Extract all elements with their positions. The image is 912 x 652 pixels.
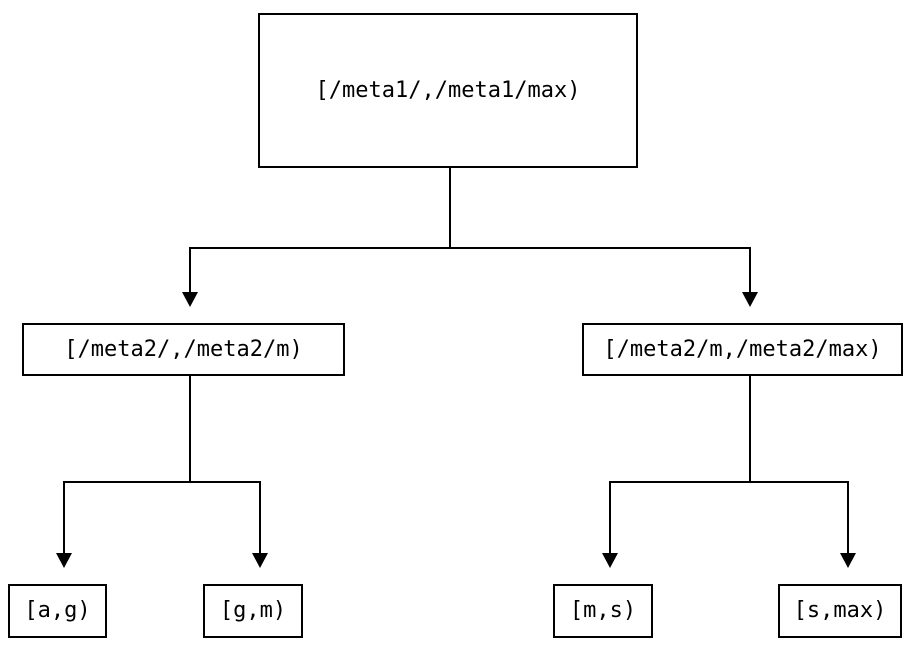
node-right-right: [s,max)	[778, 584, 902, 638]
connector-left-children	[56, 376, 268, 568]
arrowhead-root-to-right-icon	[742, 292, 758, 307]
node-left-left-label: [a,g)	[24, 598, 91, 623]
node-right-left-label: [m,s)	[569, 598, 637, 623]
arrowhead-right-to-rightright-icon	[840, 553, 856, 568]
node-left-left: [a,g)	[8, 584, 107, 638]
node-left-right-label: [g,m)	[219, 598, 287, 623]
node-right-right-label: [s,max)	[793, 598, 887, 623]
node-left-label: [/meta2/,/meta2/m)	[64, 336, 303, 362]
arrowhead-root-to-left-icon	[182, 292, 198, 307]
node-right-label: [/meta2/m,/meta2/max)	[603, 336, 882, 362]
arrowhead-left-to-leftleft-icon	[56, 553, 72, 568]
edge-root-trunk	[189, 168, 751, 292]
node-root: [/meta1/,/meta1/max)	[258, 13, 638, 168]
node-right-left: [m,s)	[553, 584, 653, 638]
arrowhead-right-to-rightleft-icon	[602, 553, 618, 568]
node-left: [/meta2/,/meta2/m)	[22, 323, 345, 376]
node-root-label: [/meta1/,/meta1/max)	[315, 77, 581, 103]
arrowhead-left-to-leftright-icon	[252, 553, 268, 568]
node-left-right: [g,m)	[203, 584, 303, 638]
connector-right-children	[602, 376, 856, 568]
edge-right-trunk	[609, 376, 849, 553]
node-right: [/meta2/m,/meta2/max)	[582, 323, 903, 376]
connector-root-children	[182, 168, 758, 307]
edge-left-trunk	[63, 376, 261, 553]
